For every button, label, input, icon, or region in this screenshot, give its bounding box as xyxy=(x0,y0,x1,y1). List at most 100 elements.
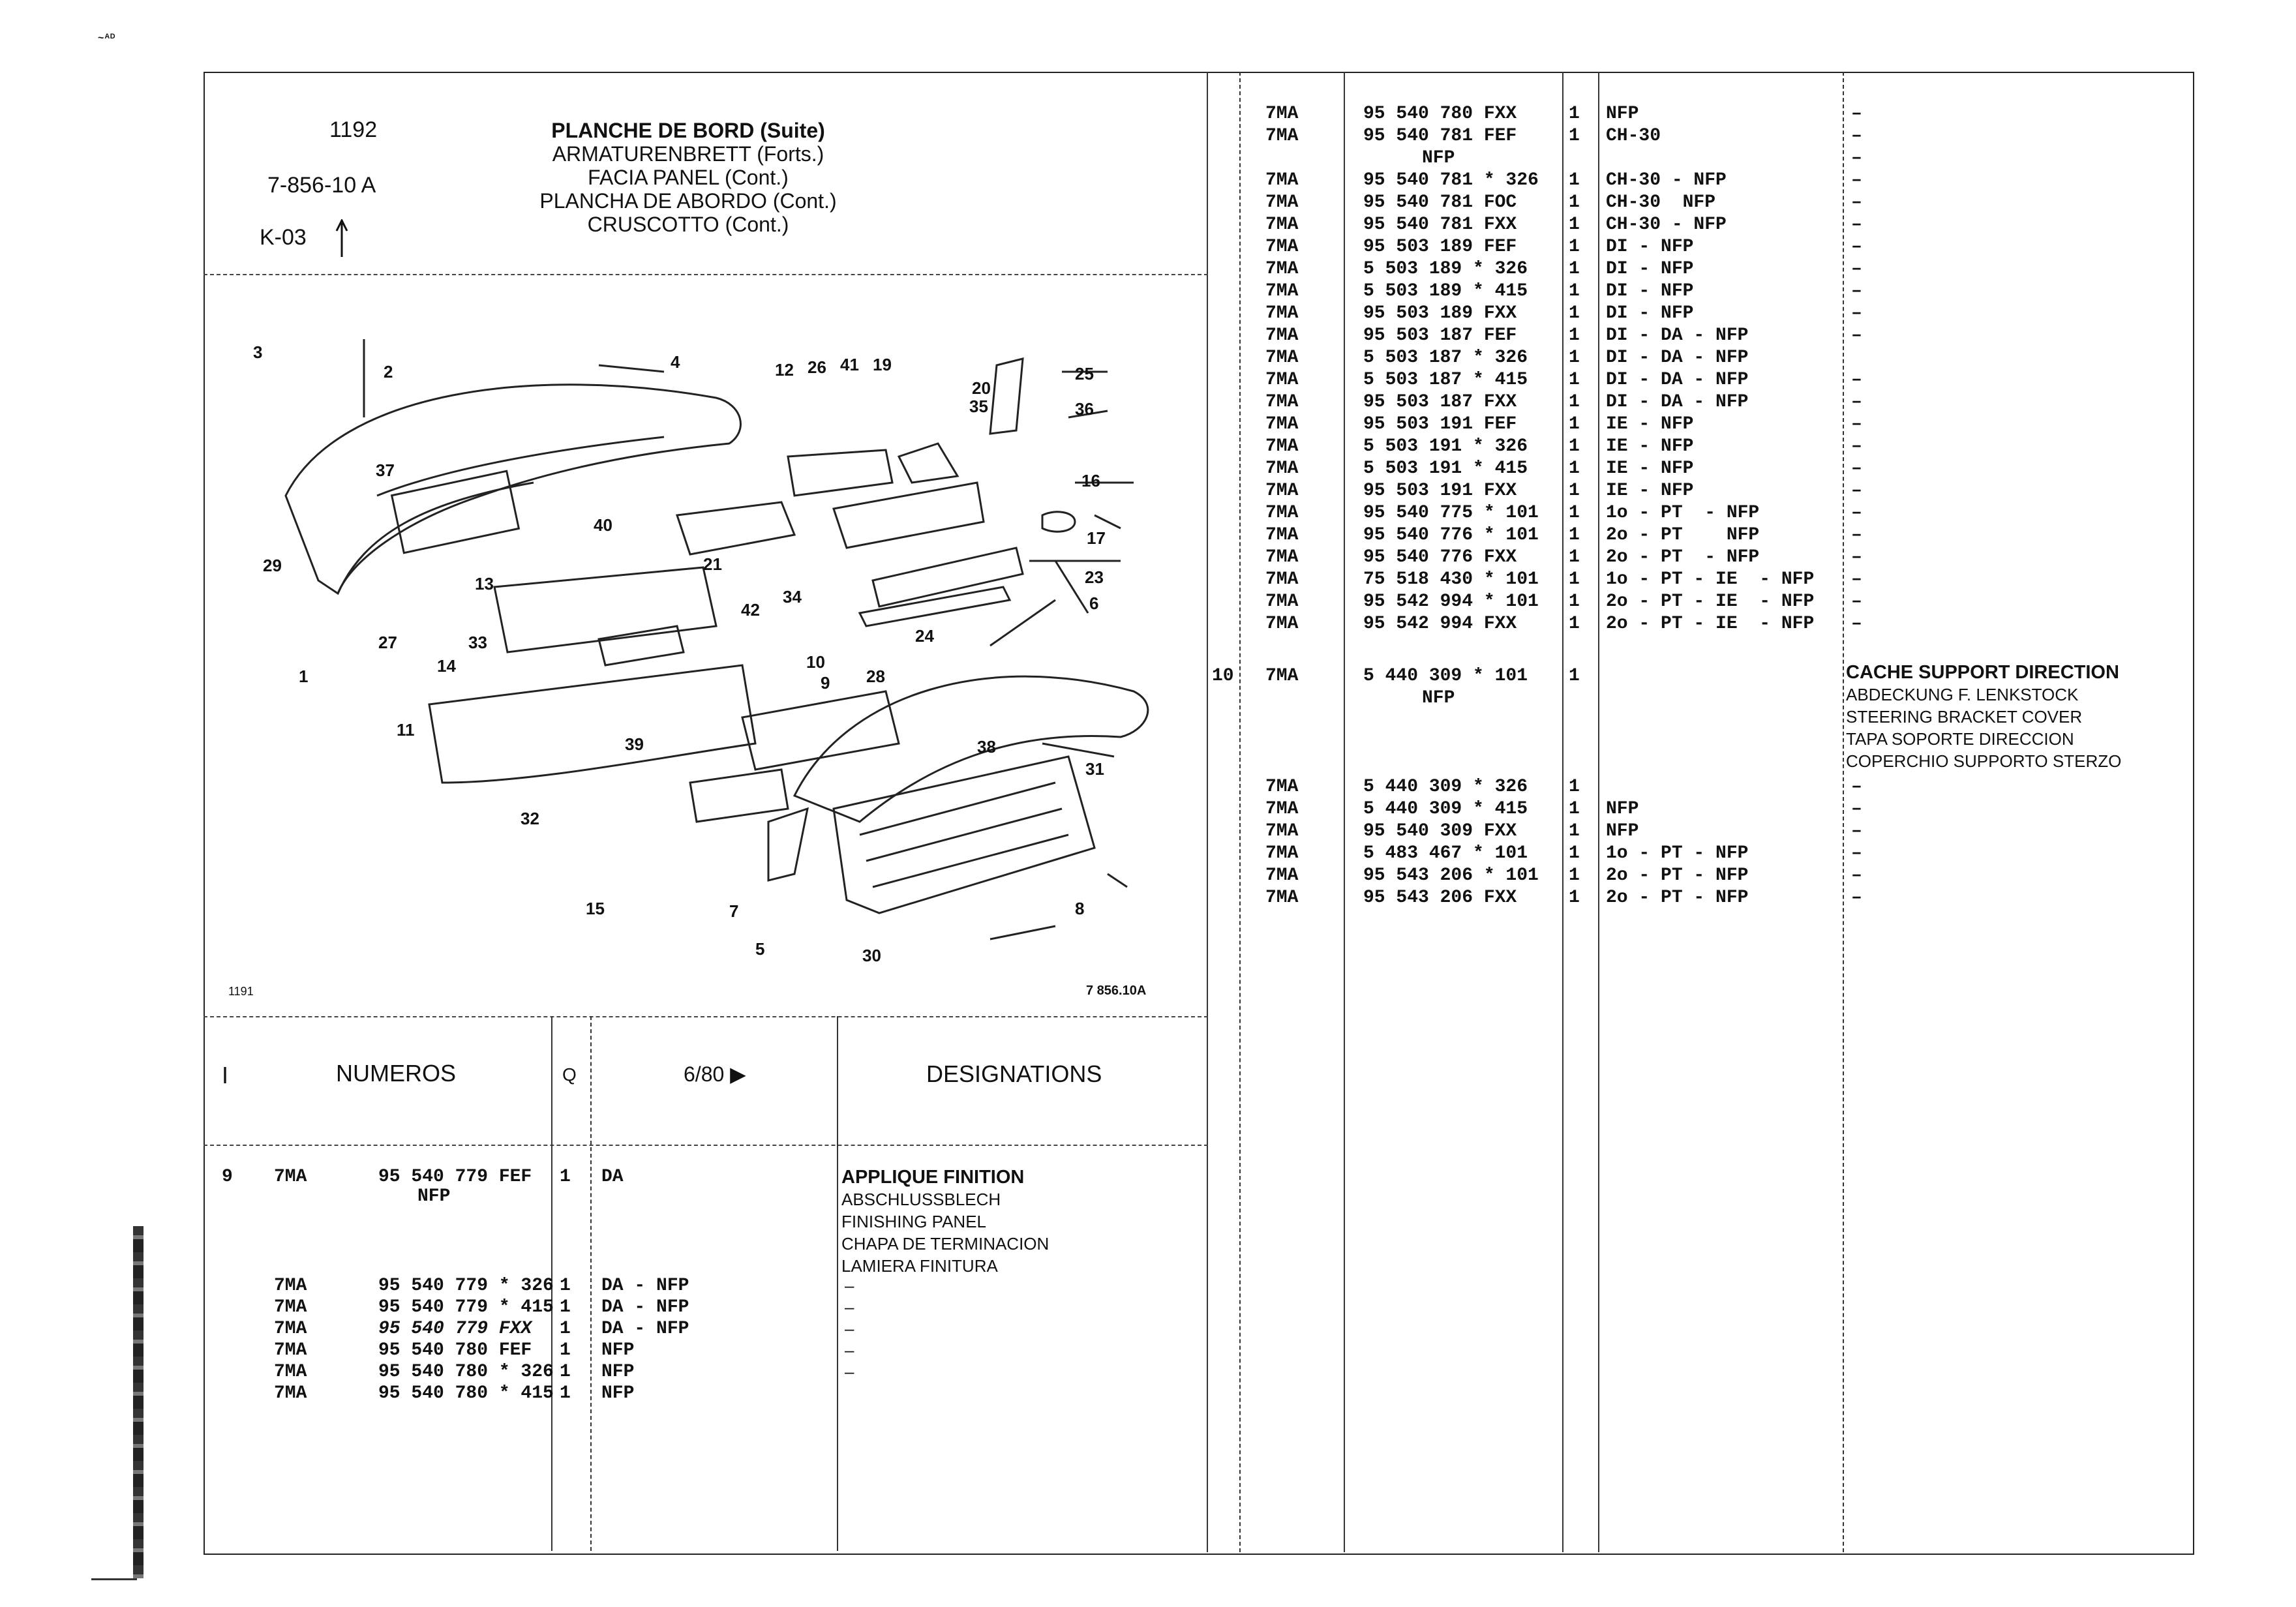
qty-cell: 1 xyxy=(1569,843,1580,864)
callout-36: 36 xyxy=(1075,399,1094,419)
part-cell: 5 440 309 * 326 xyxy=(1363,777,1528,797)
part-cell: 95 543 206 FXX xyxy=(1363,888,1517,908)
table-row: 1 xyxy=(560,1275,571,1297)
part-cell: 95 540 775 * 101 xyxy=(1363,503,1539,523)
designation-en: FINISHING PANEL xyxy=(841,1212,987,1231)
desc-cell: – xyxy=(1851,799,1862,819)
table-row: 95 540 780 * 415 xyxy=(378,1383,554,1404)
desc-cell: – xyxy=(1851,126,1862,146)
remark-cell: 2o - PT - NFP xyxy=(1606,888,1749,908)
callout-40: 40 xyxy=(594,515,612,535)
model-cell: 7MA xyxy=(274,1362,307,1382)
title-it: CRUSCOTTO (Cont.) xyxy=(587,213,789,236)
remark-cell: IE - NFP xyxy=(1606,481,1694,501)
col-qty-header: Q xyxy=(562,1064,577,1085)
part-cell: 5 440 309 * 415 xyxy=(1363,799,1528,819)
model-cell: 7MA xyxy=(1265,392,1299,412)
designation-en: STEERING BRACKET COVER xyxy=(1846,707,2083,727)
model-cell: 7MA xyxy=(1265,414,1299,434)
qty-cell: 1 xyxy=(560,1276,571,1296)
model-cell: 7MA xyxy=(1265,821,1299,841)
remark-cell: CH-30 NFP xyxy=(1606,192,1716,213)
section-ref: K-03 xyxy=(260,225,307,250)
qty-cell: 1 xyxy=(1569,348,1580,368)
part-cell: 95 540 779 * 415 xyxy=(378,1297,554,1317)
center-divider xyxy=(1207,72,1208,1552)
callout-28: 28 xyxy=(866,667,885,686)
callout-39: 39 xyxy=(625,734,644,754)
remark-cell: NFP xyxy=(1606,799,1639,819)
callout-25: 25 xyxy=(1075,364,1094,383)
part-cell: 95 540 309 FXX xyxy=(1363,821,1517,841)
corner-mark: ~ᴬᴰ xyxy=(98,33,116,44)
callout-11: 11 xyxy=(397,720,415,740)
table-row: DA xyxy=(601,1166,624,1188)
table-row: NFP xyxy=(601,1340,634,1361)
remark-cell: 2o - PT NFP xyxy=(1606,525,1760,545)
remark-cell: 2o - PT - IE - NFP xyxy=(1606,614,1815,634)
model-cell: 7MA xyxy=(1265,237,1299,257)
qty-cell: 1 xyxy=(1569,666,1580,686)
model-cell: 7MA xyxy=(1265,614,1299,634)
table-row: 7MA xyxy=(274,1383,307,1404)
dashboard-drawing xyxy=(284,339,1149,940)
table-row: NFP xyxy=(417,1186,450,1207)
callout-1: 1 xyxy=(299,667,309,686)
part-cell: 5 503 189 * 415 xyxy=(1363,281,1528,301)
qty-cell: 1 xyxy=(1569,865,1580,886)
desc-cell: – xyxy=(1851,569,1862,590)
header-bottom-line xyxy=(204,274,1208,275)
desc-cell: – xyxy=(1851,777,1862,797)
qty-cell: 1 xyxy=(560,1319,571,1339)
part-col-divider xyxy=(1562,72,1563,1552)
part-cell: 95 503 191 FEF xyxy=(1363,414,1517,434)
callout-24: 24 xyxy=(915,626,934,646)
callout-30: 30 xyxy=(862,946,881,965)
model-cell: 7MA xyxy=(1265,503,1299,523)
designation-it: COPERCHIO SUPPORTO STERZO xyxy=(1846,751,2122,771)
part-cell: 95 543 206 * 101 xyxy=(1363,865,1539,886)
callout-15: 15 xyxy=(586,899,605,918)
diagram-bottom-line xyxy=(204,1016,1208,1017)
qty-cell: 1 xyxy=(1569,325,1580,346)
title-fr: PLANCHE DE BORD (Suite) xyxy=(551,119,825,142)
table-row: 1 xyxy=(560,1383,571,1404)
title-es: PLANCHA DE ABORDO (Cont.) xyxy=(539,189,837,213)
model-cell: 7MA xyxy=(274,1276,307,1296)
qty-cell: 1 xyxy=(1569,525,1580,545)
right-designation: CACHE SUPPORT DIRECTION ABDECKUNG F. LEN… xyxy=(1846,661,2121,772)
callout-38: 38 xyxy=(977,737,996,757)
part-cell: 5 440 309 * 101 xyxy=(1363,666,1528,686)
model-cell: 7MA xyxy=(274,1167,307,1187)
dash: – xyxy=(845,1362,854,1381)
table-row: DA - NFP xyxy=(601,1275,689,1297)
callout-29: 29 xyxy=(263,556,282,575)
left-designation: APPLIQUE FINITION ABSCHLUSSBLECH FINISHI… xyxy=(841,1166,1049,1277)
desc-cell: – xyxy=(1851,821,1862,841)
model-cell: 7MA xyxy=(1265,843,1299,864)
qty-cell: 1 xyxy=(560,1167,571,1187)
qty-cell: 1 xyxy=(1569,303,1580,323)
designation-de: ABDECKUNG F. LENKSTOCK xyxy=(1846,685,2079,704)
desc-cell: – xyxy=(1851,148,1862,168)
model-cell: 7MA xyxy=(274,1383,307,1404)
qty-cell: 1 xyxy=(1569,170,1580,190)
table-row: NFP xyxy=(601,1383,634,1404)
qty-cell: 1 xyxy=(560,1362,571,1382)
table-row: 95 540 779 FXX xyxy=(378,1318,532,1340)
part-cell: 5 503 191 * 326 xyxy=(1363,436,1528,457)
remark-cell: IE - NFP xyxy=(1606,436,1694,457)
title-de: ARMATURENBRETT (Forts.) xyxy=(552,142,824,166)
desc-cell: – xyxy=(1851,865,1862,886)
left-qty-divider xyxy=(551,1016,552,1551)
part-cell: 5 503 187 * 415 xyxy=(1363,370,1528,390)
callout-7: 7 xyxy=(729,901,739,921)
qty-cell: 1 xyxy=(1569,888,1580,908)
qty-cell: 1 xyxy=(1569,458,1580,479)
remark-cell: DI - NFP xyxy=(1606,281,1694,301)
table-row: 7MA xyxy=(274,1166,307,1188)
desc-cell: – xyxy=(1851,481,1862,501)
table-row: 7MA xyxy=(274,1297,307,1318)
table-row: 95 540 779 * 326 xyxy=(378,1275,554,1297)
part-cell: 5 503 189 * 326 xyxy=(1363,259,1528,279)
